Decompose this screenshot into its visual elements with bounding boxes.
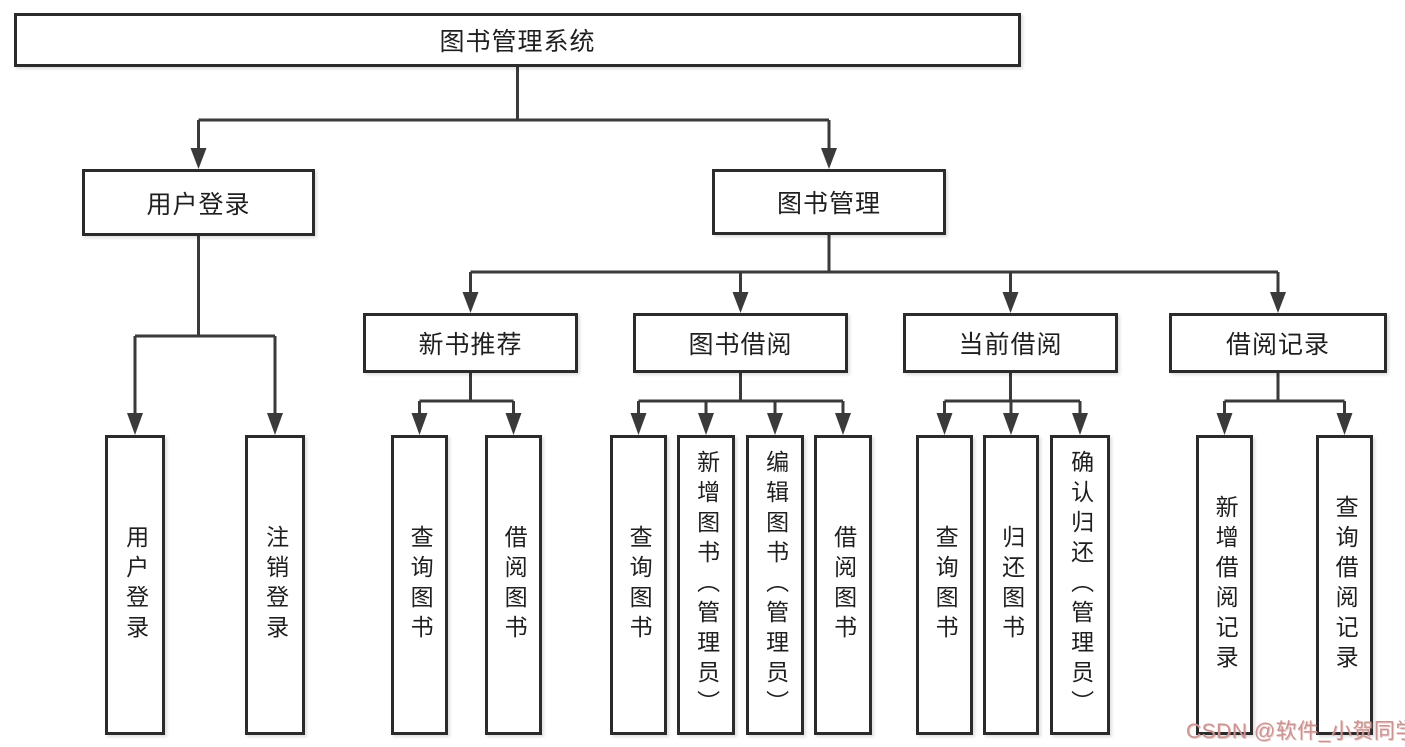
leaf-add-borrow-record: 新增借阅记录 (1196, 435, 1253, 735)
arrow-down-icon (698, 413, 714, 435)
node-book-borrowing: 图书借阅 (633, 313, 848, 373)
arrow-down-icon (936, 413, 953, 435)
arrow-down-icon (505, 413, 522, 435)
leaf-query-borrow-record: 查询借阅记录 (1316, 435, 1373, 735)
leaf-borrow-books-recommend: 借阅图书 (485, 435, 542, 735)
arrow-down-icon (190, 148, 207, 169)
arrow-down-icon (1072, 413, 1088, 435)
arrow-down-icon (1216, 413, 1233, 435)
leaf-user-login: 用户登录 (105, 435, 165, 735)
leaf-add-books-admin: 新增图书（管理员） (677, 435, 735, 735)
leaf-borrow-books: 借阅图书 (814, 435, 872, 735)
arrow-down-icon (821, 148, 837, 169)
leaf-query-books-borrow: 查询图书 (610, 435, 667, 735)
leaf-logout: 注销登录 (245, 435, 305, 735)
arrow-down-icon (835, 413, 851, 435)
arrow-down-icon (630, 413, 647, 435)
node-book-management: 图书管理 (712, 169, 946, 235)
leaf-confirm-return-admin: 确认归还（管理员） (1050, 435, 1110, 735)
arrow-down-icon (1270, 292, 1286, 313)
arrow-down-icon (732, 292, 749, 313)
leaf-query-books-current: 查询图书 (916, 435, 973, 735)
arrow-down-icon (1002, 292, 1019, 313)
arrow-down-icon (127, 413, 143, 435)
node-borrowing-records: 借阅记录 (1169, 313, 1387, 373)
leaf-return-books: 归还图书 (983, 435, 1039, 735)
arrow-down-icon (267, 413, 283, 435)
leaf-edit-books-admin: 编辑图书（管理员） (746, 435, 804, 735)
arrow-down-icon (767, 413, 783, 435)
node-user-login: 用户登录 (82, 169, 315, 236)
arrow-down-icon (462, 292, 479, 313)
node-library-management-system: 图书管理系统 (14, 13, 1021, 67)
leaf-query-books-recommend: 查询图书 (391, 435, 448, 735)
arrow-down-icon (411, 413, 428, 435)
arrow-down-icon (1336, 413, 1353, 435)
node-new-book-recommendation: 新书推荐 (363, 313, 578, 373)
node-current-borrowing: 当前借阅 (903, 313, 1118, 373)
watermark: CSDN @软件_小贺同学 (1186, 720, 1405, 743)
arrow-down-icon (1003, 413, 1019, 435)
